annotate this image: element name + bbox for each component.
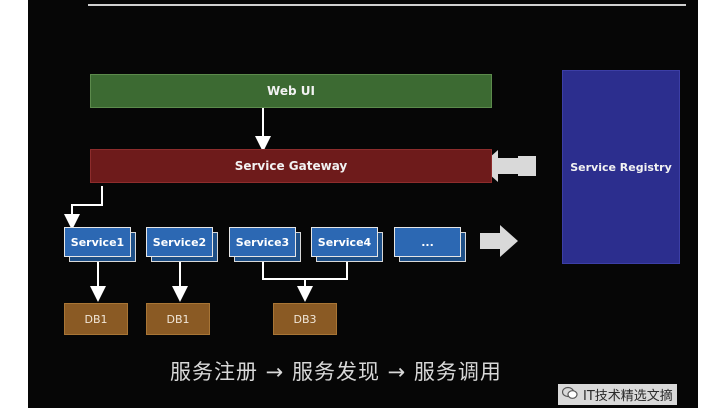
db-label: DB1 (84, 312, 108, 326)
service-label: Service1 (70, 235, 125, 249)
arrow-gateway-service1 (64, 186, 103, 230)
connector-service3-service4 (262, 262, 348, 280)
service-label: Service2 (152, 235, 207, 249)
service-box-more: ... (394, 227, 466, 262)
db-label: DB3 (293, 312, 317, 326)
registry-label: Service Registry (570, 160, 672, 174)
top-divider (88, 4, 686, 6)
wechat-icon (561, 386, 578, 404)
web-ui-label: Web UI (267, 84, 315, 98)
service-label: Service4 (317, 235, 372, 249)
services-to-registry-arrow (480, 225, 518, 257)
service-registry-box: Service Registry (562, 70, 680, 264)
diagram-slide: Web UI Service Gateway Service Registry … (28, 0, 698, 408)
db-label: DB1 (166, 312, 190, 326)
web-ui-box: Web UI (90, 74, 492, 108)
watermark: IT技术精选文摘 (558, 384, 677, 405)
db-box-2: DB1 (146, 303, 210, 335)
service-box-2: Service2 (146, 227, 218, 262)
service-label: ... (421, 235, 434, 249)
watermark-text: IT技术精选文摘 (583, 389, 673, 404)
service-gateway-box: Service Gateway (90, 149, 492, 183)
service-box-1: Service1 (64, 227, 136, 262)
service-box-4: Service4 (311, 227, 383, 262)
service-box-3: Service3 (229, 227, 301, 262)
gateway-label: Service Gateway (234, 159, 348, 173)
service-label: Service3 (235, 235, 290, 249)
db-box-1: DB1 (64, 303, 128, 335)
db-box-3: DB3 (273, 303, 337, 335)
flow-caption: 服务注册 → 服务发现 → 服务调用 (170, 360, 502, 384)
